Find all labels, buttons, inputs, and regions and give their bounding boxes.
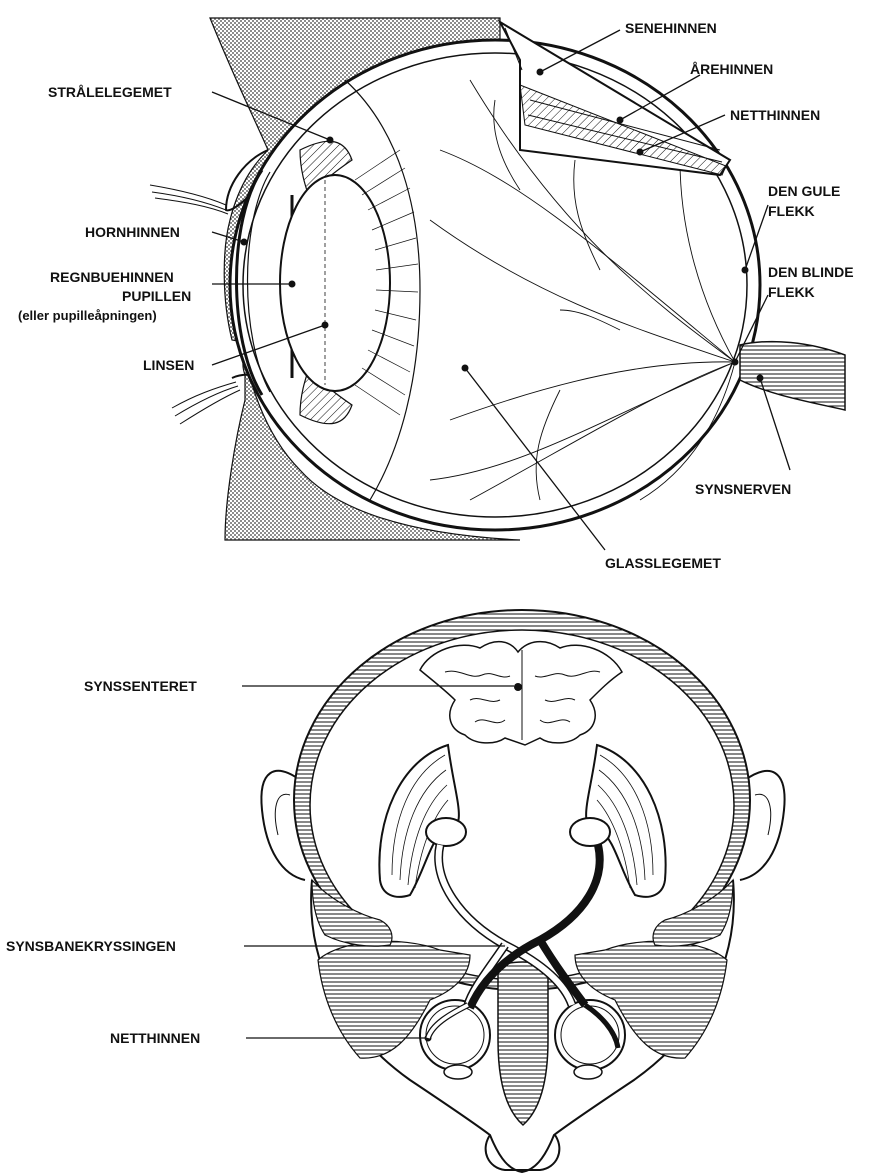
label-stralelegemet: STRÅLELEGEMET <box>48 84 172 100</box>
label-den-gule-1: DEN GULE <box>768 183 840 199</box>
label-linsen: LINSEN <box>143 357 194 373</box>
label-netthinnen-eye: NETTHINNEN <box>730 107 820 123</box>
label-den-blinde-2: FLEKK <box>768 284 815 300</box>
label-glasslegemet: GLASSLEGEMET <box>605 555 721 571</box>
label-senehinnen: SENEHINNEN <box>625 20 717 36</box>
label-den-gule-2: FLEKK <box>768 203 815 219</box>
brain-labels: SYNSSENTERET SYNSBANEKRYSSINGEN NETTHINN… <box>6 678 200 1046</box>
label-arehinnen: ÅREHINNEN <box>690 61 773 77</box>
lateral-geniculate-left <box>426 818 466 846</box>
label-synsnerven: SYNSNERVEN <box>695 481 791 497</box>
label-synssenteret: SYNSSENTERET <box>84 678 197 694</box>
label-regnbuehinnen: REGNBUEHINNEN <box>50 269 174 285</box>
label-den-blinde-1: DEN BLINDE <box>768 264 854 280</box>
nasal-septum <box>498 962 548 1125</box>
label-pupillen: PUPILLEN <box>122 288 191 304</box>
lateral-geniculate-right <box>570 818 610 846</box>
eye-diagram: SENEHINNEN ÅREHINNEN NETTHINNEN DEN GULE… <box>18 18 854 571</box>
optic-nerve <box>740 342 845 410</box>
label-netthinnen-brain: NETTHINNEN <box>110 1030 200 1046</box>
visual-pathway-diagram: SYNSSENTERET SYNSBANEKRYSSINGEN NETTHINN… <box>6 610 785 1172</box>
label-pupillen-note: (eller pupilleåpningen) <box>18 308 157 323</box>
eyeball <box>230 22 845 530</box>
label-hornhinnen: HORNHINNEN <box>85 224 180 240</box>
label-synsbanekryssingen: SYNSBANEKRYSSINGEN <box>6 938 176 954</box>
